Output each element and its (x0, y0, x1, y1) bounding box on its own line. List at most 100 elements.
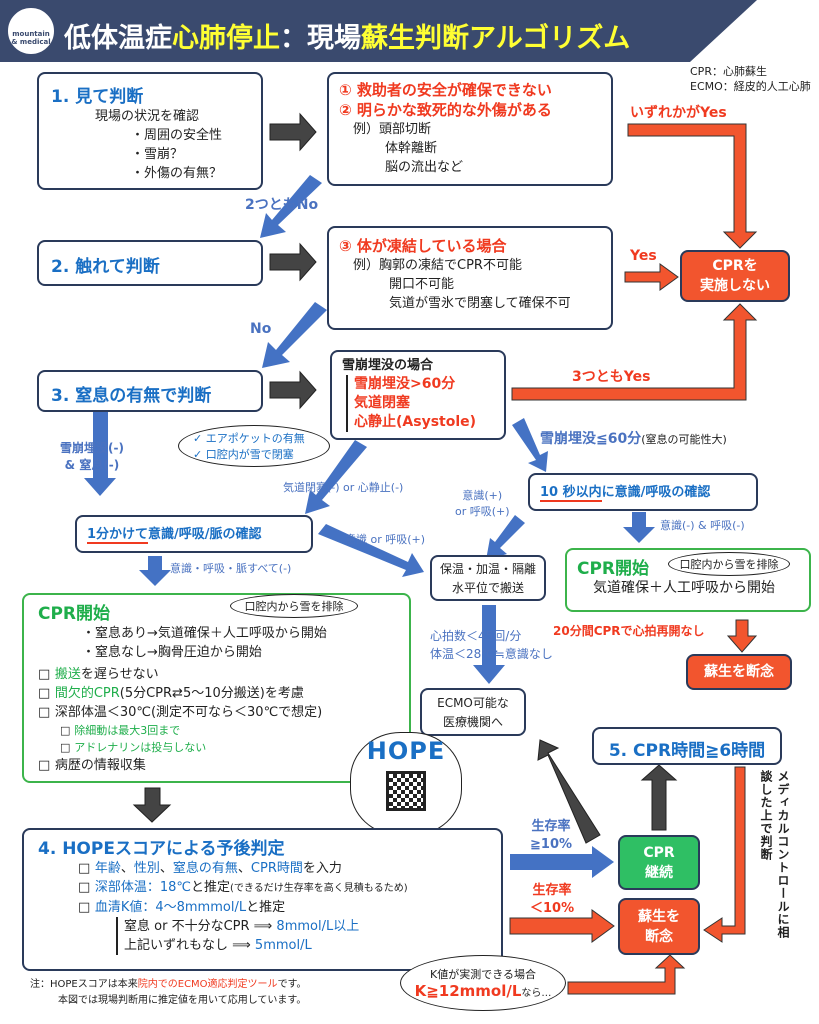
k-value: 5mmol/L (254, 938, 312, 953)
label-aval-neg: & 窒息(-) (64, 458, 120, 472)
cpr-left-bubble: 口腔内から雪を排除 (230, 594, 358, 618)
step1-title: 1. 見て判断 (51, 87, 144, 107)
bubble-text: 口腔内から雪を排除 (679, 558, 779, 571)
check-text: (5分CPR⇄5～10分搬送)を考慮 (119, 686, 304, 701)
hope-input-item: 、 (237, 861, 251, 876)
text: ：18℃ (146, 880, 191, 895)
label-temp: 体温＜28℃≒意識なし (430, 647, 553, 661)
hope-input-item: 性別 (133, 861, 160, 876)
label-surv-lo: 生存率 (532, 883, 572, 898)
no-cpr-box: CPRを実施しない (680, 250, 790, 302)
arrow-red-20min (726, 619, 758, 653)
hope-input-item: を入力 (302, 861, 342, 876)
text: ：4～8mmmol/L (142, 900, 247, 915)
step1-line: ・雪崩？ (131, 147, 184, 162)
arrow-blue-no2 (262, 302, 327, 368)
avalanche-box: 雪崩埋没の場合 雪崩埋没>60分 気道閉塞 心静止(Asystole) (330, 350, 506, 440)
check10-emph: 10 秒以内 (540, 485, 602, 502)
note-text: 本図では現場判断用に推定値を用いて応用しています。 (58, 995, 307, 1006)
avalanche-cond: 雪崩埋没>60分 (354, 376, 456, 392)
cond12-box: ① 救助者の安全が確保できない ② 明らかな致死的な外傷がある 例）頭部切断 体… (327, 72, 613, 186)
label-surv-lo: ＜10% (530, 901, 575, 916)
title-part: ：現場 (280, 23, 361, 54)
example-line: 例）頭部切断 (353, 122, 432, 137)
qr-code-icon[interactable] (386, 771, 426, 811)
step1-line: ・周囲の安全性 (131, 128, 223, 143)
arrow-red-surv (509, 909, 615, 943)
step3-box: 3. 窒息の有無で判断 (37, 370, 263, 412)
hope-input-item: 窒息の有無 (172, 861, 238, 876)
arrow-blue-3down (84, 412, 116, 496)
example-line: 脳の流出など (385, 160, 464, 175)
arrow-blue-no1 (260, 175, 322, 238)
emph: 血清K値 (94, 900, 143, 915)
step4-title: 4. HOPEスコアによる予後判定 (38, 839, 285, 859)
check1min-emph: 1分かけて (87, 527, 149, 544)
airpocket-bubble: ✓ エアポケットの有無 ✓ 口腔内が雪で閉塞 (178, 425, 330, 467)
give-up-box-1: 蘇生を断念 (686, 654, 792, 690)
hope-bubble[interactable]: HOPE (350, 732, 462, 836)
label-cons-pos: 意識(+) (462, 489, 503, 502)
warm-line: 保温・加温・隔離 (439, 562, 536, 576)
cond3-box: ③ 体が凍結している場合 例）胸郭の凍結でCPR不可能 開口不可能 気道が雪氷で… (327, 226, 613, 330)
text: (できるだけ生存率を高く見積もるため) (230, 883, 408, 894)
arrow-red-anyyes (627, 123, 758, 249)
arrow-blue-le60 (512, 418, 548, 472)
cpr-bullet: ・窒息あり→気道確保＋人工呼吸から開始 (82, 626, 327, 641)
ecmo-line: 医療機関へ (442, 715, 503, 729)
note-text: です。 (277, 979, 307, 990)
note-text: 注：HOPEスコアは本来 (30, 979, 138, 990)
label-surv-hi: ≧10% (530, 837, 573, 852)
check-emph: 搬送 (54, 667, 81, 682)
cpr-right-bubble: 口腔内から雪を排除 (668, 552, 790, 576)
sub-check: アドレナリンは投与しない (60, 739, 395, 756)
header-banner (0, 0, 757, 62)
k-threshold: K≧12mmol/L (414, 982, 522, 1000)
step2-title: 2. 触れて判断 (51, 257, 160, 277)
cpr-bullet: ・窒息なし→胸骨圧迫から開始 (82, 645, 262, 660)
arrow-red-k (567, 954, 686, 995)
logo: mountain & medical (6, 6, 56, 56)
cpr-right-line: 気道確保＋人工呼吸から開始 (593, 580, 775, 596)
label-20min: 20分間CPRで心拍再開なし (553, 624, 705, 638)
bubble-line: ✓ 口腔内が雪で閉塞 (193, 448, 294, 461)
emph: 深部体温 (94, 880, 147, 895)
example-line: 例）胸郭の凍結でCPR不可能 (353, 258, 522, 273)
cond-2: ② 明らかな致死的な外傷がある (339, 101, 552, 119)
check10-text: に意識/呼吸の確認 (601, 485, 711, 500)
check-text: 病歴の情報収集 (38, 756, 395, 775)
arrow-blue-allneg (139, 556, 171, 586)
step5-box: 5. CPR時間≧6時間 (592, 727, 782, 765)
step1-line: 現場の状況を確認 (95, 109, 200, 124)
label-any-yes: いずれかがYes (630, 105, 727, 121)
label-airway-neg: 気道閉塞(-) or 心静止(-) (283, 481, 404, 494)
title-part: 心肺停止 (172, 23, 280, 54)
bubble-line: ✓ エアポケットの有無 (193, 432, 305, 445)
label-yes: Yes (630, 248, 657, 264)
cpr-right-title: CPR開始 (577, 559, 650, 579)
hope-logo: HOPE (366, 737, 446, 765)
hope-input-item: CPR時間 (250, 861, 303, 876)
ecmo-line: ECMO可能な (437, 696, 509, 710)
arrow-dark-4 (132, 787, 172, 823)
hope-input-item: 、 (159, 861, 173, 876)
arrow-blue-orresp (318, 524, 424, 577)
title-part: 蘇生判断アルゴリズム (361, 23, 631, 54)
check-emph: 間欠的CPR (54, 686, 120, 701)
label-aval-le60: 雪崩埋没≦60分 (540, 431, 642, 447)
step3-title: 3. 窒息の有無で判断 (51, 386, 212, 406)
step1-line: ・外傷の有無？ (131, 166, 223, 181)
example-line: 開口不可能 (389, 277, 455, 292)
logo-text: mountain & medical (11, 30, 51, 46)
label-no: No (250, 321, 272, 337)
arrow-dark-5 (640, 764, 678, 831)
check10-box: 10 秒以内に意識/呼吸の確認 (528, 473, 758, 511)
avalanche-cond: 気道閉塞 (354, 395, 410, 411)
bubble-text: 口腔内から雪を排除 (244, 600, 344, 613)
label-all3-yes: 3つともYes (572, 369, 651, 385)
arrow-blue-neg (623, 512, 655, 543)
label-hr: 心拍数＜45回/分 (430, 629, 522, 643)
step4-box: 4. HOPEスコアによる予後判定 年齢、性別、窒息の有無、CPR時間を入力 深… (22, 828, 503, 971)
